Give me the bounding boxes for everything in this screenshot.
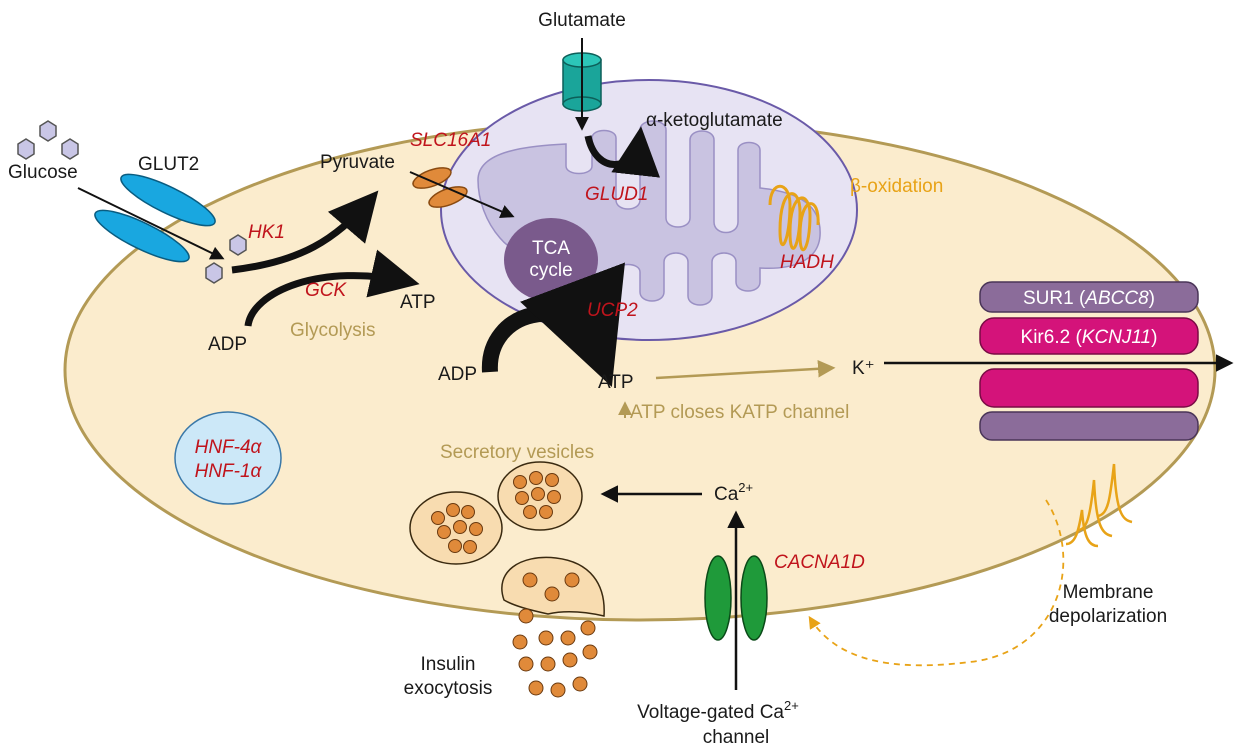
hk1-label: HK1 — [248, 222, 285, 243]
glucose-entry-arrow — [77, 187, 225, 260]
depolarization-spikes-icon-2 — [1097, 463, 1133, 524]
insulin-exocytosis-line2: exocytosis — [404, 678, 493, 699]
k-plus-label: K⁺ — [852, 358, 875, 379]
hnf1a-label: HNF-1α — [195, 461, 263, 482]
beta-oxidation-label: β-oxidation — [850, 176, 943, 197]
secretory-vesicle-2 — [497, 461, 583, 531]
insulin-granules — [512, 572, 598, 698]
calcium-channel-right — [740, 555, 768, 641]
membrane-depolarization-line1: Membrane — [1063, 582, 1154, 603]
glycolysis-label: Glycolysis — [290, 320, 376, 341]
glucose-molecules-icon — [17, 120, 79, 160]
atp-to-katp-arrow — [655, 360, 836, 380]
membrane-depolarization-line2: depolarization — [1049, 606, 1167, 627]
calcium-label: Ca2+ — [714, 480, 753, 505]
voltage-gated-channel-line1: Voltage-gated Ca2+ — [637, 698, 799, 723]
adp-mito-label: ADP — [438, 364, 477, 385]
atp-closes-katp-label: ATP closes KATP channel — [630, 402, 849, 423]
voltage-gated-channel-line2: channel — [703, 727, 770, 748]
pyruvate-transport-arrow — [409, 171, 515, 218]
nucleus — [174, 411, 282, 505]
hnf4a-label: HNF-4α — [195, 437, 263, 458]
depolarization-feedback-arrow — [808, 499, 1065, 667]
sur1-subunit — [979, 281, 1199, 313]
slc16a1-label: SLC16A1 — [410, 130, 491, 151]
sur1-label: SUR1 (ABCC8) — [1023, 288, 1155, 309]
atp-glycolysis-label: ATP — [400, 292, 436, 313]
atp-mito-label: ATP — [598, 372, 634, 393]
glud1-label: GLUD1 — [585, 184, 648, 205]
sur1-subunit-lower — [979, 411, 1199, 441]
glut2-transporter-icon — [94, 173, 216, 263]
kir62-subunit-lower — [979, 368, 1199, 408]
tca-label-line1: TCA — [532, 238, 570, 259]
hadh-label: HADH — [780, 252, 834, 273]
tca-label-line2: cycle — [529, 260, 572, 281]
glycolysis-arrow — [231, 190, 379, 274]
kir62-subunit — [979, 317, 1199, 355]
adp-to-atp-glycolysis-arrow — [244, 249, 420, 327]
secretory-vesicle-1 — [409, 491, 503, 565]
intracellular-glucose-icon — [205, 234, 247, 284]
calcium-channel-left — [704, 555, 732, 641]
alpha-ketoglutarate-label: α-ketoglutamate — [646, 110, 783, 131]
cacna1d-label: CACNA1D — [774, 552, 865, 573]
adp-to-atp-mito-arrow — [481, 262, 625, 387]
glutamate-label: Glutamate — [538, 10, 626, 31]
ucp2-label: UCP2 — [587, 300, 638, 321]
insulin-exocytosis-line1: Insulin — [421, 654, 476, 675]
glut2-label: GLUT2 — [138, 154, 199, 175]
beta-oxidation-coil-icon — [768, 184, 820, 252]
pyruvate-label: Pyruvate — [320, 152, 395, 173]
kir62-label: Kir6.2 (KCNJ11) — [1021, 327, 1158, 348]
adp-glycolysis-label: ADP — [208, 334, 247, 355]
gck-label: GCK — [305, 280, 348, 301]
glutamate-conversion-arrow — [584, 126, 660, 178]
glucose-label: Glucose — [8, 162, 78, 183]
secretory-vesicles-label: Secretory vesicles — [440, 442, 594, 463]
depolarization-spikes-icon-3 — [1065, 509, 1099, 548]
